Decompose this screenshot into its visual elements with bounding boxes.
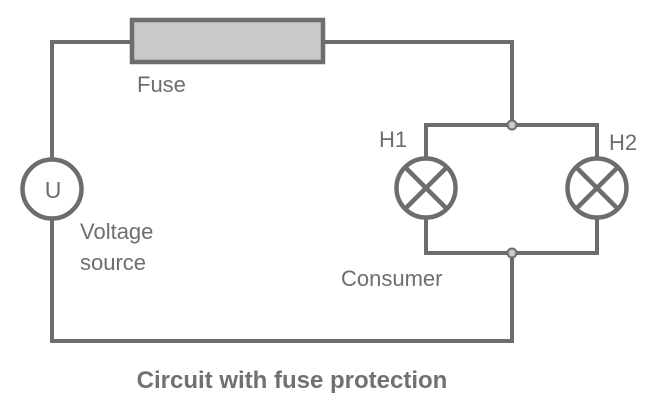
lamp-h1-symbol xyxy=(394,156,458,220)
diagram-title: Circuit with fuse protection xyxy=(136,367,448,394)
voltage-symbol-label: U xyxy=(44,177,62,203)
junction-dot-bottom xyxy=(506,247,518,259)
lamp-h2-symbol xyxy=(565,156,629,220)
wire-path xyxy=(50,40,599,343)
voltage-source-symbol xyxy=(20,157,84,221)
fuse-label: Fuse xyxy=(137,72,186,97)
voltage-source-label: Voltage source xyxy=(80,219,154,275)
lamp-h1-label: H1 xyxy=(379,127,408,152)
fuse-symbol xyxy=(129,17,326,65)
junction-dot-top xyxy=(506,119,518,131)
lamp-h2-label: H2 xyxy=(609,130,638,155)
consumer-label: Consumer xyxy=(341,266,443,291)
